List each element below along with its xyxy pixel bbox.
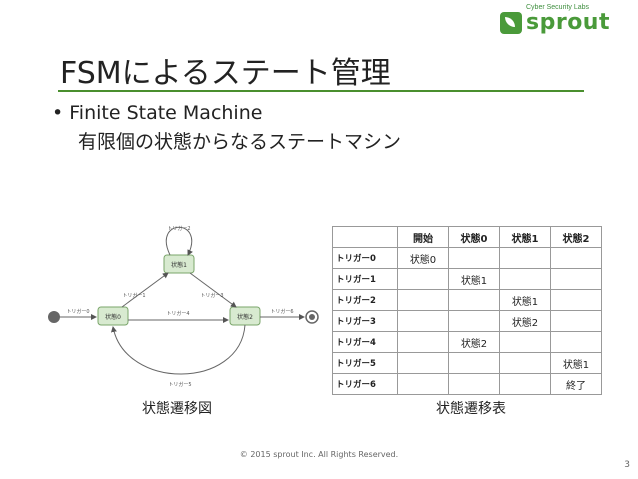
edge-label-0: トリガー0 [66,308,89,315]
table-row: トリガー1 状態1 [332,268,602,290]
table-caption: 状態遷移表 [436,401,506,417]
start-node [48,311,60,323]
table-row: トリガー3 状態2 [332,310,602,332]
table-cell [448,373,500,395]
state-node-1 [163,254,195,274]
table-cell [499,268,551,290]
table-cell [550,310,602,332]
state-label-2: 状態2 [237,313,253,321]
table-cell [397,331,449,353]
edge-label-5: トリガー5 [168,381,191,388]
table-row: トリガー0 状態0 [332,247,602,269]
table-cell: 状態1 [499,289,551,311]
table-cell [397,268,449,290]
table-header-row: 開始 状態0 状態1 状態2 [332,226,602,248]
table-row: トリガー4 状態2 [332,331,602,353]
state-node-0 [97,306,129,326]
table-cell [550,247,602,269]
row-label: トリガー5 [332,352,398,374]
edge-label-2: トリガー2 [167,225,190,232]
table-header: 開始 [397,226,449,248]
table-header: 状態0 [448,226,500,248]
table-header: 状態1 [499,226,551,248]
table-cell [499,373,551,395]
table-cell [499,247,551,269]
table-cell: 状態0 [397,247,449,269]
state-label-1: 状態1 [171,261,187,269]
slide-title: FSMによるステート管理 [60,56,391,91]
table-cell [397,373,449,395]
table-cell: 状態2 [448,331,500,353]
diagram-caption: 状態遷移図 [142,401,212,417]
table-row: トリガー6 終了 [332,373,602,395]
edge-label-3: トリガー3 [200,292,223,299]
table-corner [332,226,398,248]
table-row: トリガー2 状態1 [332,289,602,311]
table-cell [499,352,551,374]
logo-wordmark: sprout [526,10,610,35]
table-cell [550,331,602,353]
bullet-line-2: 有限個の状態からなるステートマシン [78,131,402,153]
edge-label-6: トリガー6 [270,308,293,315]
row-label: トリガー3 [332,310,398,332]
table-cell: 状態1 [448,268,500,290]
table-cell [550,289,602,311]
table-cell [550,268,602,290]
table-cell [397,310,449,332]
copyright-footer: © 2015 sprout Inc. All Rights Reserved. [239,450,399,459]
title-rule [58,90,584,92]
table-cell: 状態2 [499,310,551,332]
table-cell: 状態1 [550,352,602,374]
row-label: トリガー4 [332,331,398,353]
table-cell [499,331,551,353]
table-cell: 終了 [550,373,602,395]
table-header: 状態2 [550,226,602,248]
bullet-line-1: • Finite State Machine [52,102,263,124]
row-label: トリガー2 [332,289,398,311]
row-label: トリガー0 [332,247,398,269]
table-row: トリガー5 状態1 [332,352,602,374]
state-transition-table: 開始 状態0 状態1 状態2 トリガー0 状態0 トリガー1 状態1 トリガー2… [332,226,602,395]
table-cell [448,310,500,332]
table-cell [448,289,500,311]
table-cell [448,352,500,374]
row-label: トリガー1 [332,268,398,290]
row-label: トリガー6 [332,373,398,395]
table-cell [397,352,449,374]
table-cell [397,289,449,311]
state-transition-diagram: 状態0 状態1 状態2 トリガー2 トリガー0 トリガー1 トリガー3 トリガー… [48,225,319,388]
sprout-logo: Cyber Security Labs sprout [500,2,630,36]
leaf-icon [500,12,522,34]
edge-label-4: トリガー4 [166,310,189,317]
edge-label-1: トリガー1 [122,292,145,299]
state-label-0: 状態0 [105,313,121,321]
logo-subtitle: Cyber Security Labs [526,4,590,11]
page-number: 3 [624,460,630,470]
table-cell [448,247,500,269]
